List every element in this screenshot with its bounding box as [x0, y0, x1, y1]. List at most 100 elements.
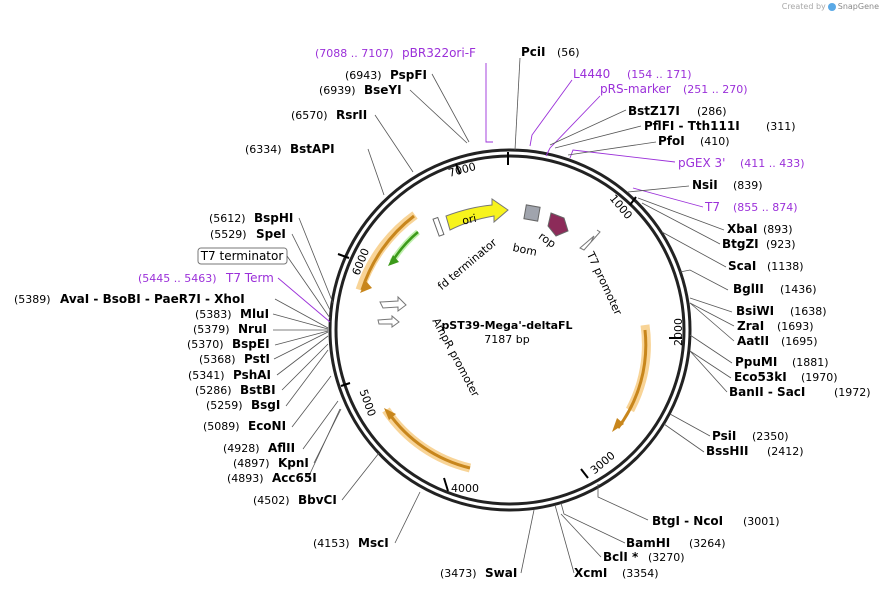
lead-xbai — [637, 197, 725, 231]
enzyme-labels-left: (3473) SwaI (4153) MscI (4502) BbvCI (48… — [14, 68, 517, 580]
enzyme-name-rsrii: RsrII — [336, 108, 367, 122]
enzyme-pos-nrui: (5379) — [193, 323, 230, 336]
credit-brand: SnapGene — [837, 2, 879, 11]
tick-label-4000: 4000 — [451, 482, 479, 495]
lead-bcli — [560, 513, 602, 558]
enzyme-name-pflfi: PflFI - Tth111I — [644, 119, 740, 133]
primer-pos-pgex: (411 .. 433) — [740, 157, 805, 170]
lead-spei — [291, 233, 331, 311]
enzyme-name-kpni: KpnI — [278, 456, 309, 470]
ampr-promoter-arrow-2 — [377, 314, 400, 328]
enzyme-pos-bstbi: (5286) — [195, 384, 232, 397]
enzyme-pos-econi: (5089) — [203, 420, 240, 433]
enzyme-name-bsgi: BsgI — [251, 398, 280, 412]
enzyme-name-zrai: ZraI — [737, 319, 764, 333]
enzyme-name-ppumi: PpuMI — [735, 355, 777, 369]
ori-label: ori — [461, 212, 478, 228]
lead-bamhi — [560, 502, 626, 544]
tick-3000 — [580, 468, 589, 479]
enzyme-name-psii: PsiI — [712, 429, 736, 443]
enzyme-name-bamhi: BamHI — [626, 536, 670, 550]
lead-xhoi — [274, 298, 329, 329]
enzyme-pos-kpni: (4897) — [233, 457, 270, 470]
enzyme-name-psti: PstI — [244, 352, 270, 366]
enzyme-pos-banii: (1972) — [834, 386, 871, 399]
enzyme-pos-nsii: (839) — [733, 179, 763, 192]
snapgene-credit: Created by SnapGene — [782, 2, 879, 11]
lead-pfoi — [567, 141, 657, 156]
enzyme-name-swai: SwaI — [485, 566, 517, 580]
snapgene-logo-icon — [827, 2, 836, 11]
lead-btgzi — [641, 202, 721, 245]
enzyme-pos-pcii: (56) — [557, 46, 580, 59]
lead-swai — [520, 509, 535, 574]
primer-lead-pbr322 — [485, 63, 493, 143]
enzyme-name-bbvci: BbvCI — [298, 493, 337, 507]
enzyme-name-xcmi: XcmI — [574, 566, 607, 580]
enzyme-pos-zrai: (1693) — [777, 320, 814, 333]
t7-promoter-arrow — [579, 229, 601, 251]
enzyme-pos-msci: (4153) — [313, 537, 350, 550]
enzyme-pos-pshai: (5341) — [188, 369, 225, 382]
tick-7000 — [455, 163, 461, 175]
cds-arc-right — [616, 329, 648, 429]
enzyme-name-acc65i: Acc65I — [272, 471, 317, 485]
ampr-arc — [386, 411, 471, 470]
enzyme-pos-psti: (5368) — [199, 353, 236, 366]
enzyme-pos-bstz17i: (286) — [697, 105, 727, 118]
tick-label-3000: 3000 — [588, 449, 618, 477]
green-arrowhead — [388, 255, 399, 266]
primer-pos-prs: (251 .. 270) — [683, 83, 748, 96]
enzyme-name-bcli: BclI * — [603, 550, 639, 564]
lead-xcmi — [554, 504, 575, 574]
enzyme-name-bseyi: BseYI — [364, 83, 402, 97]
lead-zrai — [689, 302, 735, 327]
upper-left-arc — [360, 214, 415, 291]
primer-name-pgex: pGEX 3' — [678, 156, 725, 170]
lead-bspei — [274, 330, 329, 346]
enzyme-pos-xcmi: (3354) — [622, 567, 659, 580]
lead-bseyi — [409, 89, 468, 144]
enzyme-pos-eco53ki: (1970) — [801, 371, 838, 384]
primer-name-prs: pRS-marker — [600, 82, 671, 96]
lead-rsrii — [374, 114, 414, 173]
bom-square — [523, 204, 541, 222]
enzyme-name-bstapi: BstAPI — [290, 142, 335, 156]
enzyme-pos-aatii: (1695) — [781, 335, 818, 348]
enzyme-name-bsphi: BspHI — [254, 211, 293, 225]
enzyme-pos-pflfi: (311) — [766, 120, 796, 133]
enzyme-name-eco53ki: Eco53kI — [734, 370, 787, 384]
t7-promoter-label: T7 promoter — [583, 249, 624, 318]
enzyme-name-bstbi: BstBI — [240, 383, 276, 397]
t7-terminator-box-label: T7 terminator — [200, 249, 284, 263]
lead-msci — [394, 491, 421, 544]
enzyme-pos-btgi: (3001) — [743, 515, 780, 528]
enzyme-pos-aflii: (4928) — [223, 442, 260, 455]
enzyme-name-bsshii: BssHII — [706, 444, 748, 458]
enzyme-pos-bsshii: (2412) — [767, 445, 804, 458]
enzyme-name-bspei: BspEI — [232, 337, 270, 351]
primer-pos-l4440: (154 .. 171) — [627, 68, 692, 81]
enzyme-pos-bstapi: (6334) — [245, 143, 282, 156]
enzyme-name-banii: BanII - SacI — [729, 385, 805, 399]
plasmid-name: pST39-Mega'-deltaFL — [441, 319, 572, 332]
lead-pshai — [276, 335, 329, 376]
primer-name-pbr322: pBR322ori-F — [402, 46, 476, 60]
tick-4000 — [443, 477, 449, 492]
fd-terminator-marker — [432, 216, 445, 237]
primer-name-t7: T7 — [704, 200, 720, 214]
enzyme-name-msci: MscI — [358, 536, 389, 550]
primer-pos-t7term: (5445 .. 5463) — [138, 272, 217, 285]
backbone-inner-ring — [334, 154, 686, 506]
enzyme-name-xbai: XbaI — [727, 222, 757, 236]
primer-lead-pgex — [569, 149, 676, 163]
enzyme-name-xhoi: AvaI - BsoBI - PaeR7I - XhoI — [60, 292, 245, 306]
enzyme-pos-scai: (1138) — [767, 260, 804, 273]
lead-aatii — [689, 302, 735, 342]
enzyme-name-btgzi: BtgZI — [722, 237, 759, 251]
enzyme-pos-bglii: (1436) — [780, 283, 817, 296]
ampr-arrowhead — [384, 408, 396, 420]
lead-aflii — [302, 400, 339, 450]
enzyme-pos-btgzi: (923) — [766, 238, 796, 251]
